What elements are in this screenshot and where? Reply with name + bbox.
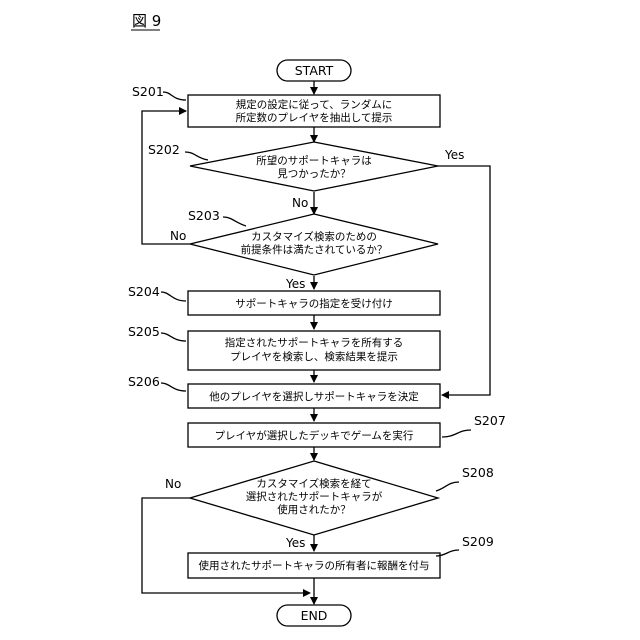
s208-id: S208 [462,465,494,480]
step-s201: 規定の設定に従って、ランダムに 所定数のプレイヤを抽出して提示 S201 [132,84,440,127]
start-label: START [295,63,334,78]
s206-line-1: 他のプレイヤを選択しサポートキャラを決定 [209,390,419,403]
step-s209: 使用されたサポートキャラの所有者に報酬を付与 S209 [188,534,494,578]
decision-s203: カスタマイズ検索のための 前提条件は満たされているか？ S203 No Yes [170,208,438,291]
end-label: END [301,608,328,623]
s202-yes-label: Yes [444,148,464,162]
decision-s208: カスタマイズ検索を経て 選択されたサポートキャラが 使用されたか？ S208 N… [165,461,494,550]
arrow-s203-no-s201 [142,111,190,244]
s201-leader [163,92,186,100]
decision-s202: 所望のサポートキャラは 見つかったか？ S202 Yes No [148,142,464,210]
end-terminal: END [277,605,351,626]
s208-line-2: 選択されたサポートキャラが [246,490,383,503]
s201-id: S201 [132,84,164,99]
s202-leader [185,152,208,160]
step-s204: サポートキャラの指定を受け付け S204 [128,284,440,315]
s206-leader [161,383,186,391]
step-s206: 他のプレイヤを選択しサポートキャラを決定 S206 [128,374,440,408]
s209-line-1: 使用されたサポートキャラの所有者に報酬を付与 [199,559,430,572]
s202-id: S202 [148,142,180,157]
s204-leader [161,292,186,301]
s201-line-2: 所定数のプレイヤを抽出して提示 [236,111,393,124]
s205-leader [161,333,186,341]
s209-id: S209 [462,534,494,549]
s203-leader [223,217,246,226]
s203-line-1: カスタマイズ検索のための [251,230,377,243]
step-s207: プレイヤが選択したデッキでゲームを実行 S207 [188,413,506,447]
s201-line-1: 規定の設定に従って、ランダムに [236,98,392,111]
s208-line-1: カスタマイズ検索を経て [256,477,371,490]
s208-line-3: 使用されたか？ [277,503,351,516]
s208-no-label: No [165,477,181,491]
s205-line-2: プレイヤを検索し、検索結果を提示 [230,350,398,363]
s207-line-1: プレイヤが選択したデッキでゲームを実行 [215,429,414,442]
step-s205: 指定されたサポートキャラを所有する プレイヤを検索し、検索結果を提示 S205 [128,324,440,370]
s203-id: S203 [188,208,220,223]
s206-id: S206 [128,374,160,389]
s202-no-label: No [292,196,308,210]
figure-label: 図 9 [132,12,161,30]
s205-line-1: 指定されたサポートキャラを所有する [225,336,404,349]
s202-line-1: 所望のサポートキャラは [256,154,372,167]
s204-line-1: サポートキャラの指定を受け付け [235,297,393,310]
s205-id: S205 [128,324,160,339]
start-terminal: START [277,60,351,81]
s208-leader [436,482,459,491]
arrow-s202-yes-s206 [438,166,490,395]
s202-line-2: 見つかったか？ [277,168,351,180]
s204-id: S204 [128,284,160,299]
s203-no-label: No [170,229,186,243]
s207-id: S207 [474,413,506,428]
s203-line-2: 前提条件は満たされているか？ [241,243,388,256]
s208-yes-label: Yes [285,536,305,550]
s203-yes-label: Yes [285,277,305,291]
s207-leader [442,430,471,437]
